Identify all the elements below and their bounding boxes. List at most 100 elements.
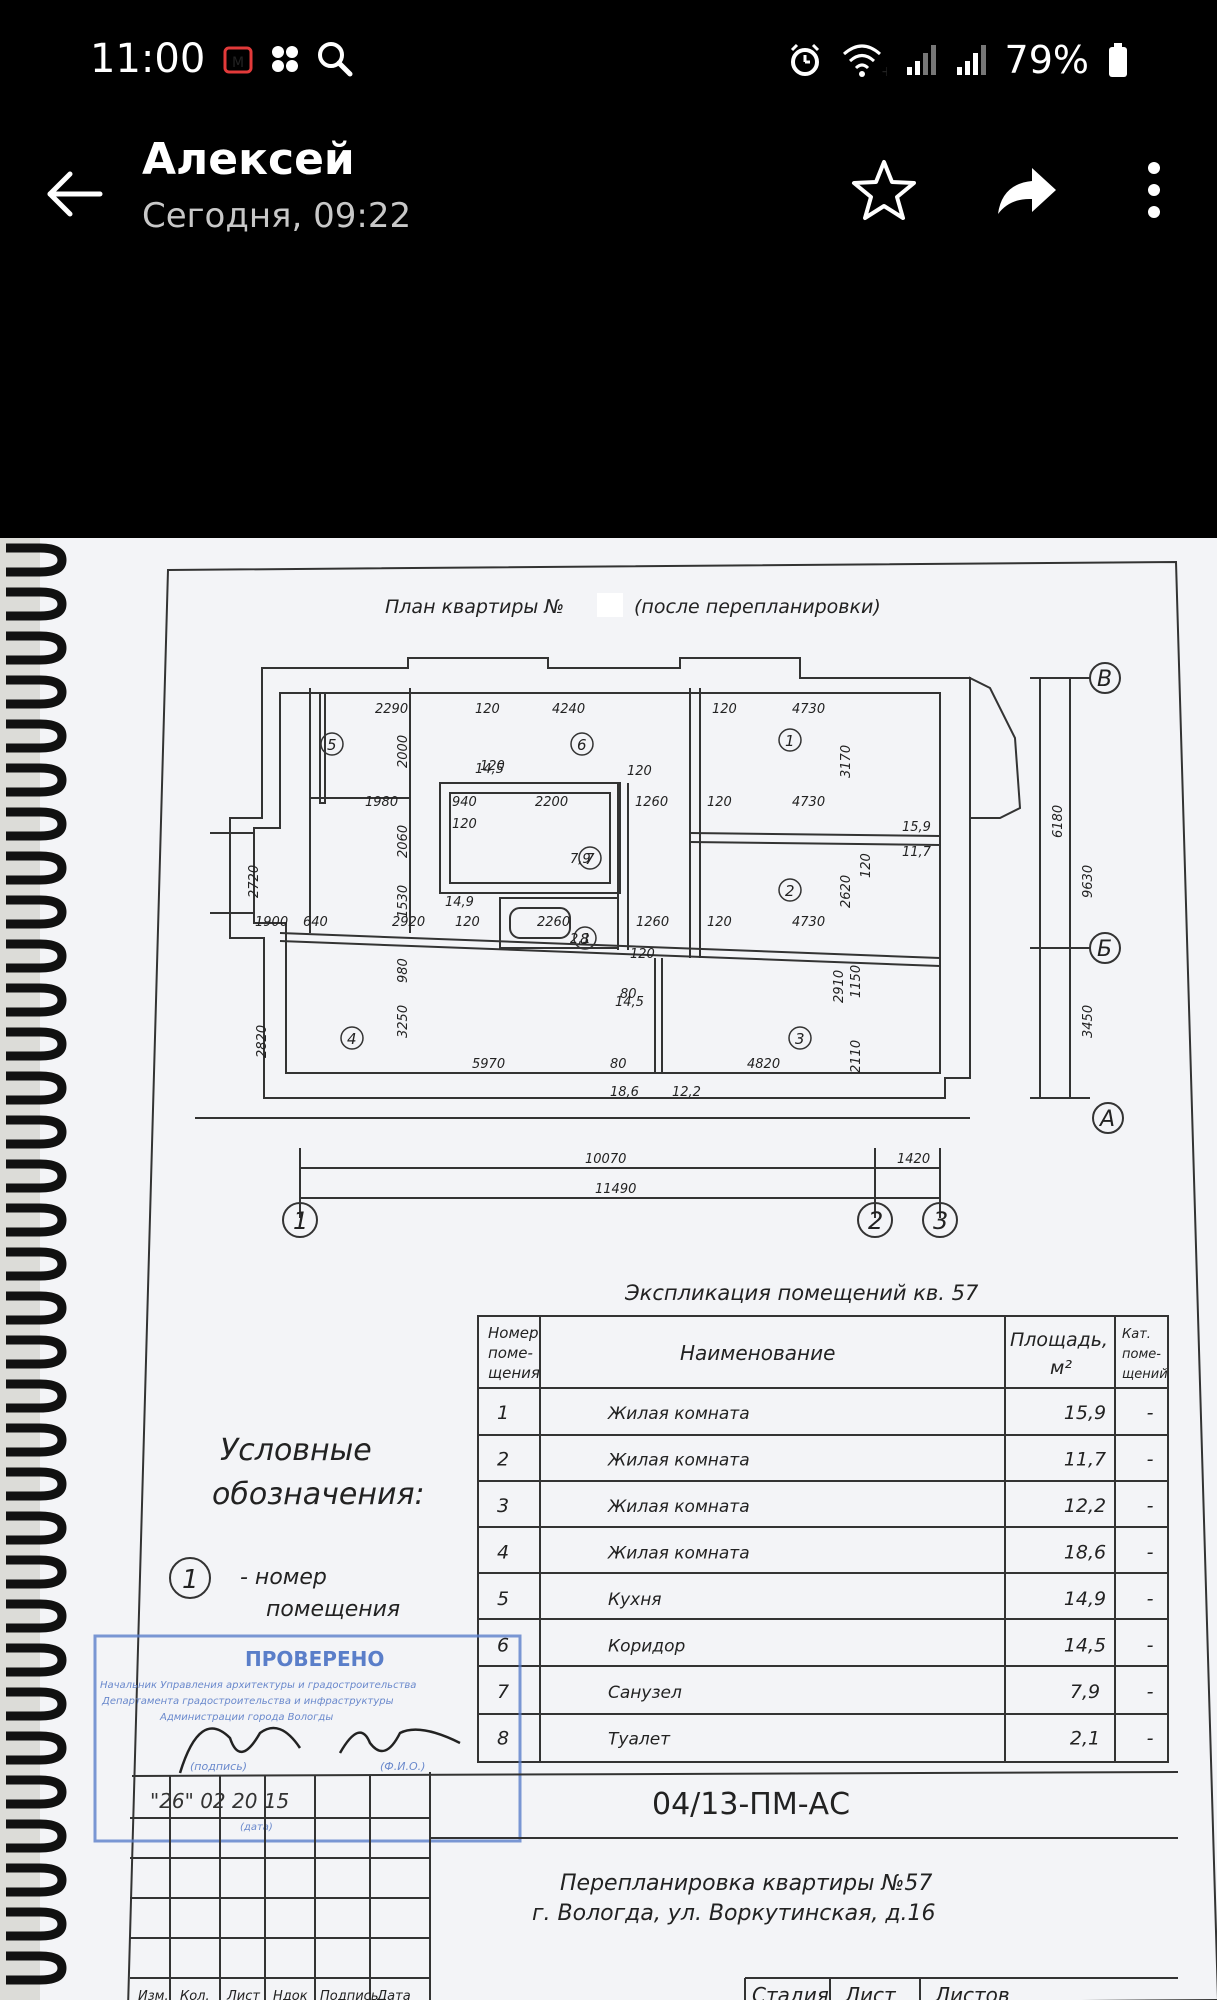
table-cell-name: Туалет: [608, 1730, 671, 1750]
room-number: 1: [785, 732, 795, 750]
explication-title: Экспликация помещений кв. 57: [624, 1281, 979, 1305]
back-arrow-icon[interactable]: [40, 158, 112, 230]
title-col: Ндок: [273, 1989, 308, 2000]
table-cell-cat: -: [1147, 1681, 1154, 1703]
table-cell-num: 4: [497, 1542, 509, 1564]
room-number: 2: [785, 882, 795, 900]
dim-text: 1420: [897, 1152, 930, 1167]
binding-ring: [6, 807, 67, 841]
spiral-binding: [6, 543, 67, 1985]
axis-label: 2: [868, 1207, 883, 1235]
binding-ring: [6, 851, 67, 885]
dim-text: 4730: [792, 915, 825, 930]
svg-text:М: М: [232, 55, 244, 71]
dim-text: 2820: [255, 1025, 270, 1058]
legend-sample: 1: [182, 1565, 199, 1595]
binding-ring: [6, 1379, 67, 1413]
area-text: 12,2: [672, 1085, 701, 1100]
search-icon: [318, 42, 353, 77]
title-sheets: Листов: [934, 1983, 1010, 2000]
plan-title-suffix: (после перепланировки): [634, 596, 881, 618]
stamp-text: (Ф.И.О.): [380, 1760, 425, 1773]
dim-text: 1530: [396, 885, 411, 918]
dim-text: 120: [630, 947, 655, 962]
stamp-text: (дата): [240, 1822, 273, 1833]
alarm-icon: [790, 43, 819, 76]
binding-ring: [6, 1907, 67, 1941]
room-number: 7: [585, 850, 595, 868]
table-cell-name: Жилая комната: [607, 1497, 750, 1517]
table-header-cat: щений: [1122, 1367, 1168, 1382]
title-sheet: Лист: [844, 1983, 897, 2000]
binding-ring: [6, 631, 67, 665]
table-cell-name: Жилая комната: [607, 1451, 750, 1471]
document-code: 04/13-ПМ-АС: [652, 1787, 850, 1822]
dim-text: 2200: [535, 795, 568, 810]
dim-text: 9630: [1081, 865, 1096, 898]
binding-ring: [6, 1467, 67, 1501]
dim-text: 120: [712, 702, 737, 717]
dim-text: 120: [859, 853, 874, 878]
binding-ring: [6, 1071, 67, 1105]
document-address: г. Вологда, ул. Воркутинская, д.16: [532, 1901, 936, 1926]
binding-ring: [6, 1643, 67, 1677]
dim-text: 4730: [792, 795, 825, 810]
table-cell-cat: -: [1147, 1635, 1154, 1657]
axis-label: А: [1098, 1107, 1115, 1132]
signal-icon: [906, 45, 936, 75]
binding-ring: [6, 543, 67, 577]
axis-label: 1: [293, 1207, 308, 1235]
table-cell-area: 18,6: [1064, 1542, 1106, 1564]
table-cell-num: 7: [497, 1681, 509, 1703]
room-number: 8: [580, 930, 590, 948]
table-cell-cat: -: [1147, 1588, 1154, 1610]
table-header-num: щения: [488, 1364, 540, 1382]
table-header-cat: поме-: [1122, 1347, 1161, 1362]
dim-text: 940: [452, 795, 477, 810]
table-cell-area: 15,9: [1064, 1402, 1106, 1424]
table-cell-cat: -: [1147, 1449, 1154, 1471]
dim-text: 120: [455, 915, 480, 930]
area-text: 7,9: [570, 852, 591, 867]
binding-ring: [6, 763, 67, 797]
binding-ring: [6, 1731, 67, 1765]
room-number: 6: [577, 736, 587, 754]
table-cell-num: 1: [497, 1402, 509, 1424]
room-number: 5: [327, 736, 337, 754]
table-cell-area: 14,9: [1064, 1588, 1106, 1610]
area-text: 11,7: [902, 845, 932, 860]
dim-text: 10070: [585, 1152, 626, 1167]
binding-ring: [6, 1423, 67, 1457]
dim-text: 2260: [537, 915, 570, 930]
area-text: 14,5: [475, 762, 504, 777]
attached-photo[interactable]: План квартиры № (после перепланировки): [0, 538, 1217, 2000]
star-icon[interactable]: [848, 154, 920, 226]
battery-percent: 79%: [1004, 38, 1089, 82]
dim-text: 80: [610, 1057, 627, 1072]
binding-ring: [6, 1335, 67, 1369]
table-header-num: поме-: [488, 1344, 533, 1362]
table-header-name: Наименование: [680, 1341, 835, 1365]
title-col: Подпись: [320, 1989, 378, 2000]
dim-text: 120: [627, 764, 652, 779]
title-col: Дата: [376, 1989, 411, 2000]
more-vert-icon[interactable]: [1118, 154, 1190, 226]
area-text: 14,9: [445, 895, 474, 910]
stamp-text: Администрации города Вологды: [159, 1712, 333, 1723]
signature: [338, 1728, 461, 1754]
table-header-area: м²: [1050, 1357, 1072, 1379]
dim-text: 4240: [552, 702, 585, 717]
dim-text: 4730: [792, 702, 825, 717]
table-cell-num: 8: [497, 1728, 509, 1750]
share-icon[interactable]: [990, 154, 1062, 226]
axis-label: В: [1097, 667, 1112, 692]
binding-ring: [6, 1027, 67, 1061]
dim-text: 980: [396, 958, 411, 983]
legend-title: Условные: [220, 1433, 372, 1468]
binding-ring: [6, 719, 67, 753]
dim-text: 120: [707, 915, 732, 930]
dim-text: 1150: [849, 965, 864, 998]
table-cell-name: Санузел: [608, 1683, 682, 1703]
table-cell-cat: -: [1147, 1495, 1154, 1517]
binding-ring: [6, 1247, 67, 1281]
